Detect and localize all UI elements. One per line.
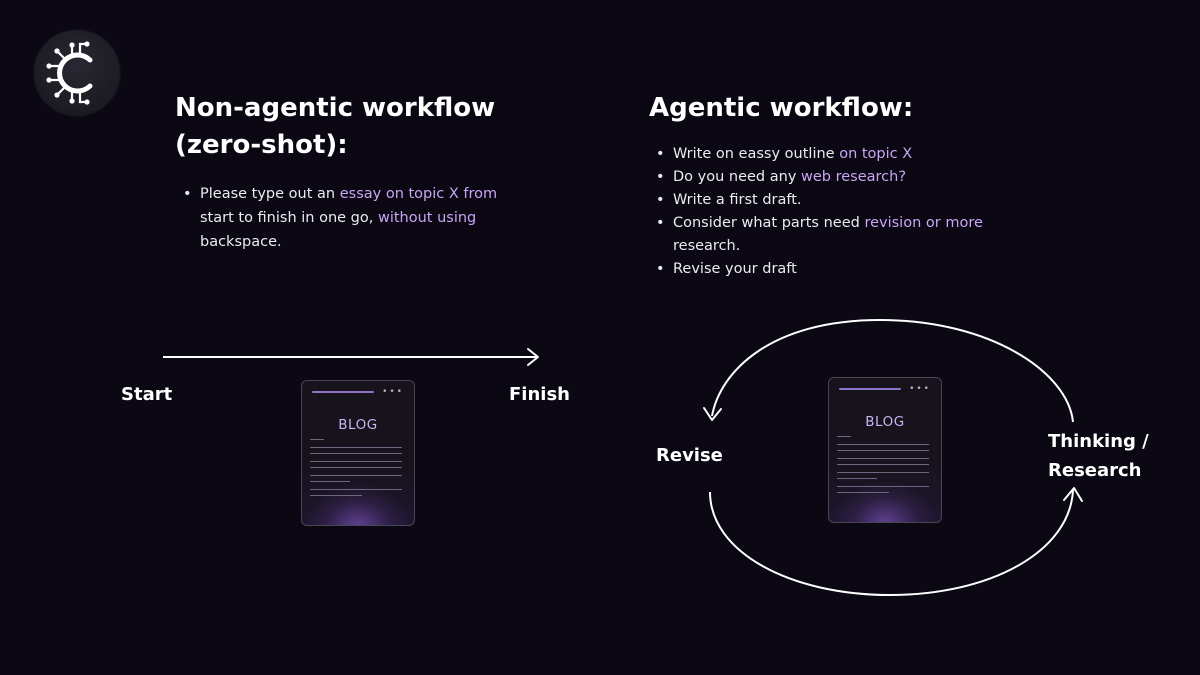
text-line (310, 447, 402, 448)
text-line (310, 467, 402, 468)
text-line (837, 464, 929, 465)
text-line (310, 461, 402, 462)
text-line (310, 439, 324, 440)
blog-title: BLOG (865, 414, 905, 430)
non-agentic-bullet: Please type out an essay on topic X from… (178, 182, 533, 254)
more-dots-icon: ••• (909, 384, 931, 394)
thinking-label: Thinking / (1048, 431, 1149, 452)
text-line (837, 478, 877, 479)
blog-document-card-agentic: ••• BLOG (828, 377, 942, 523)
highlighted-text: without using (377, 210, 477, 226)
revise-label: Revise (656, 445, 723, 466)
highlighted-text: on topic X (839, 146, 913, 162)
card-glow (835, 482, 935, 522)
finish-label: Finish (509, 384, 570, 405)
agentic-bullet: Revise your draft (651, 258, 1021, 281)
blog-title: BLOG (338, 417, 378, 433)
research-label: Research (1048, 460, 1142, 481)
text-line (837, 458, 929, 459)
card-glow (308, 485, 408, 525)
non-agentic-heading-line2: (zero-shot): (175, 130, 348, 160)
non-agentic-bullet-list: Please type out an essay on topic X from… (178, 182, 533, 254)
text-line (310, 495, 362, 496)
start-finish-arrow (163, 348, 539, 366)
text-line (837, 444, 929, 445)
agentic-bullet: Write on eassy outline on topic X (651, 143, 1021, 166)
brand-logo (34, 30, 120, 116)
card-title-bar (839, 388, 901, 390)
text-line (310, 453, 402, 454)
revision-cycle-arrows (703, 318, 1083, 597)
agentic-bullet: Do you need any web research? (651, 166, 1021, 189)
bullet-text: Do you need any (673, 169, 802, 185)
text-line (310, 481, 350, 482)
bullet-text: backspace. (200, 234, 282, 250)
agentic-heading: Agentic workflow: (649, 93, 914, 123)
agentic-bullet: Consider what parts need revision or mor… (651, 212, 1021, 258)
text-line (837, 492, 889, 493)
agentic-bullet-list: Write on eassy outline on topic XDo you … (651, 143, 1021, 281)
non-agentic-heading: Non-agentic workflow (zero-shot): (175, 90, 535, 164)
text-line (310, 489, 402, 490)
bullet-text: Please type out an (200, 186, 340, 202)
text-line (837, 486, 929, 487)
text-line (310, 475, 402, 476)
bullet-text: Write on eassy outline (673, 146, 840, 162)
start-label: Start (121, 384, 173, 405)
bullet-text: start to finish in one go, (200, 210, 378, 226)
more-dots-icon: ••• (382, 387, 404, 397)
bullet-text: Write a first draft. (673, 192, 802, 208)
text-line (837, 472, 929, 473)
card-title-bar (312, 391, 374, 393)
text-line (837, 450, 929, 451)
blog-document-card: ••• BLOG (301, 380, 415, 526)
circuit-c-icon (46, 41, 93, 105)
bullet-text: research. (673, 238, 741, 254)
bullet-text: Revise your draft (673, 261, 797, 277)
agentic-bullet: Write a first draft. (651, 189, 1021, 212)
text-line (837, 436, 851, 437)
bullet-text: Consider what parts need (673, 215, 865, 231)
highlighted-text: revision or more (864, 215, 983, 231)
thinking-research-label: Thinking / Research (1048, 427, 1149, 485)
non-agentic-heading-line1: Non-agentic workflow (175, 93, 496, 123)
highlighted-text: web research? (801, 169, 907, 185)
highlighted-text: essay on topic X from (339, 186, 498, 202)
